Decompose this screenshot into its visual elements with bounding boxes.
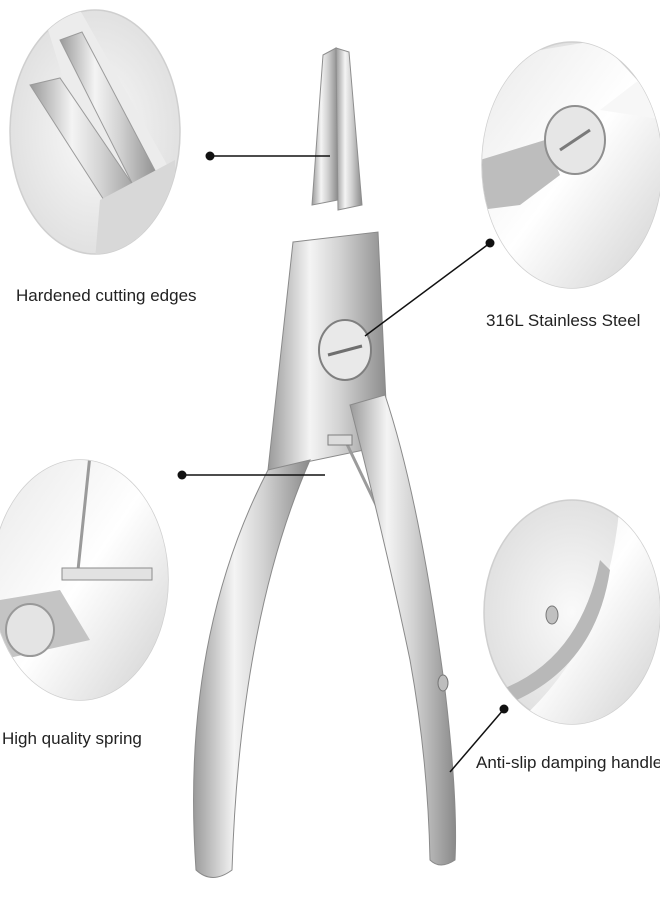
zoom-circle-spring: [0, 459, 169, 701]
pliers-image: [193, 47, 457, 878]
callout-label-handle: Anti-slip damping handle: [476, 753, 660, 772]
leader-cutting-edges: [205, 151, 330, 161]
leader-handle: [449, 704, 509, 773]
callout-label-stainless-steel: 316L Stainless Steel: [486, 311, 641, 330]
zoom-circle-handle: [483, 499, 660, 725]
leader-spring: [177, 470, 325, 480]
zoom-circle-cutting-edges: [9, 9, 181, 255]
leader-stainless-steel: [364, 238, 495, 337]
zoom-circle-stainless-steel: [481, 41, 660, 289]
callout-label-cutting-edges: Hardened cutting edges: [16, 286, 197, 305]
callout-label-spring: High quality spring: [2, 729, 142, 748]
